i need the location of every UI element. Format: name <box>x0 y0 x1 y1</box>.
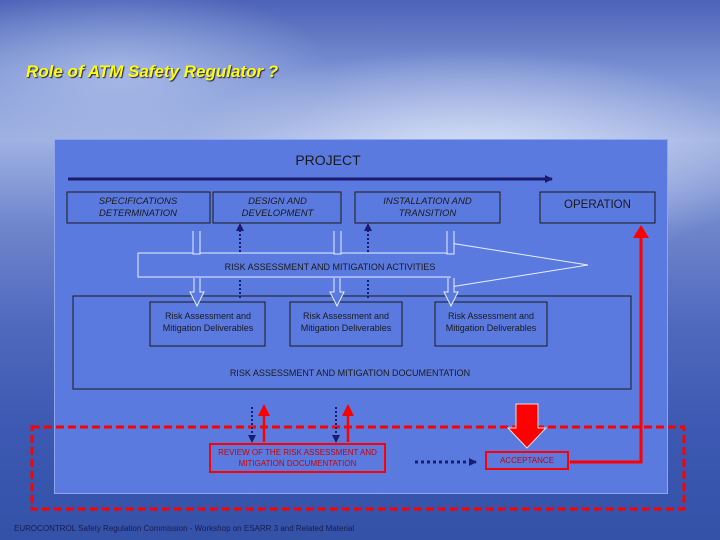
slide-title: Role of ATM Safety Regulator ? <box>26 62 279 81</box>
regulator-boundary <box>30 425 686 511</box>
phase-label-installation: INSTALLATION AND TRANSITION <box>383 196 472 219</box>
deliverable-box <box>289 301 403 347</box>
phase-box-operation <box>539 191 656 224</box>
phase-label-operation: OPERATION <box>564 199 631 211</box>
acceptance-label: ACCEPTANCE <box>499 456 555 465</box>
phase-connector <box>446 231 455 255</box>
phase-connector <box>192 231 201 255</box>
acceptance-box <box>485 451 569 470</box>
phase-box-design <box>212 191 342 224</box>
phase-label-specifications: SPECIFICATIONS DETERMINATION <box>98 196 178 219</box>
project-label: PROJECT <box>295 152 361 168</box>
documentation-to-acceptance-arrow <box>506 403 548 449</box>
deliverable-down-arrow <box>329 278 345 308</box>
documentation-label: RISK ASSESSMENT AND MITIGATION DOCUMENTA… <box>229 368 471 378</box>
review-label: REVIEW OF THE RISK ASSESSMENT AND MITIGA… <box>218 448 377 468</box>
phase-label-design: DESIGN AND DEVELOPMENT <box>241 196 314 219</box>
risk-activities-label: RISK ASSESSMENT AND MITIGATION ACTIVITIE… <box>224 262 436 272</box>
red-operation-arrow <box>570 236 643 464</box>
footer-text: EUROCONTROL Safety Regulation Commission… <box>14 524 355 533</box>
deliverable-box <box>149 301 266 347</box>
deliverable-down-arrow <box>443 278 459 308</box>
deliverable-label: Risk Assessment and Mitigation Deliverab… <box>162 311 254 333</box>
deliverable-label: Risk Assessment and Mitigation Deliverab… <box>445 311 537 333</box>
review-box <box>209 443 386 473</box>
phase-box-specifications <box>66 191 211 224</box>
deliverable-down-arrow <box>189 278 205 308</box>
deliverable-label: Risk Assessment and Mitigation Deliverab… <box>300 311 392 333</box>
deliverable-box <box>434 301 548 347</box>
phase-box-installation <box>354 191 501 224</box>
phase-connector <box>333 231 342 255</box>
